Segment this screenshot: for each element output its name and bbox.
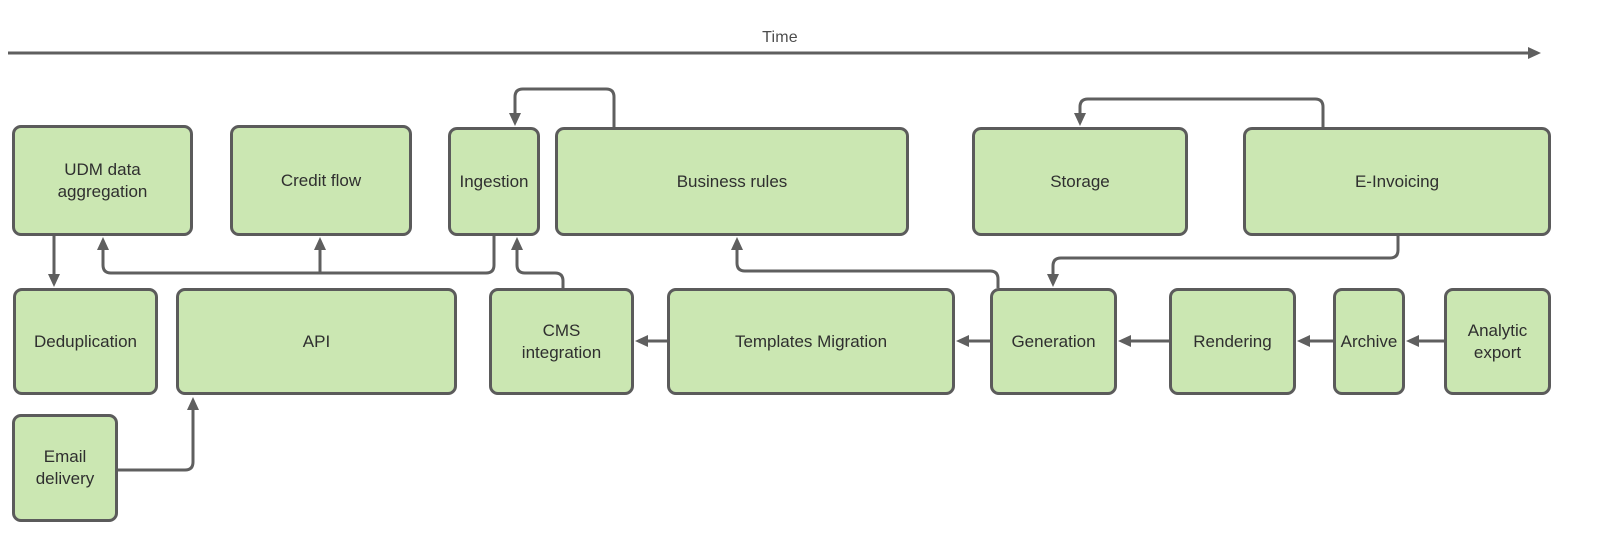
node-email-delivery: Email delivery (12, 414, 118, 522)
node-label: E-Invoicing (1354, 171, 1440, 191)
edge-ingestion-to-udm (97, 236, 496, 275)
node-label: Analytic export (1467, 320, 1528, 362)
edge-e-invoicing-to-storage (1074, 97, 1325, 127)
edge-email-delivery-to-api (118, 397, 199, 472)
node-label: Credit flow (280, 170, 362, 190)
node-rendering: Rendering (1169, 288, 1296, 395)
node-templates-migration: Templates Migration (667, 288, 955, 395)
node-label: Storage (1050, 171, 1110, 191)
node-label: Business rules (676, 171, 788, 191)
node-cms-integration: CMS integration (489, 288, 634, 395)
node-label: Templates Migration (734, 331, 888, 351)
edge-business-rules-to-ingestion (509, 87, 616, 127)
edge-e-invoicing-to-generation (1047, 236, 1400, 287)
node-label: Ingestion (459, 171, 529, 191)
edge-cms-integration-to-ingestion (511, 237, 565, 288)
node-generation: Generation (990, 288, 1117, 395)
node-e-invoicing: E-Invoicing (1243, 127, 1551, 236)
node-archive: Archive (1333, 288, 1405, 395)
time-axis-label: Time (762, 29, 798, 46)
node-udm-data-aggregation: UDM data aggregation (12, 125, 193, 236)
node-label: Rendering (1193, 331, 1272, 351)
node-label: UDM data aggregation (57, 159, 148, 201)
node-deduplication: Deduplication (13, 288, 158, 395)
node-label: Email delivery (35, 447, 95, 488)
node-api: API (176, 288, 457, 395)
node-credit-flow: Credit flow (230, 125, 412, 236)
edge-generation-to-business-rules (731, 237, 1000, 288)
node-label: API (302, 331, 331, 351)
node-storage: Storage (972, 127, 1188, 236)
node-label: Deduplication (33, 331, 137, 351)
node-label: Generation (1011, 331, 1096, 351)
node-business-rules: Business rules (555, 127, 909, 236)
node-label: CMS integration (521, 320, 602, 362)
node-ingestion: Ingestion (448, 127, 540, 236)
node-label: Archive (1340, 331, 1398, 351)
node-analytic-export: Analytic export (1444, 288, 1551, 395)
